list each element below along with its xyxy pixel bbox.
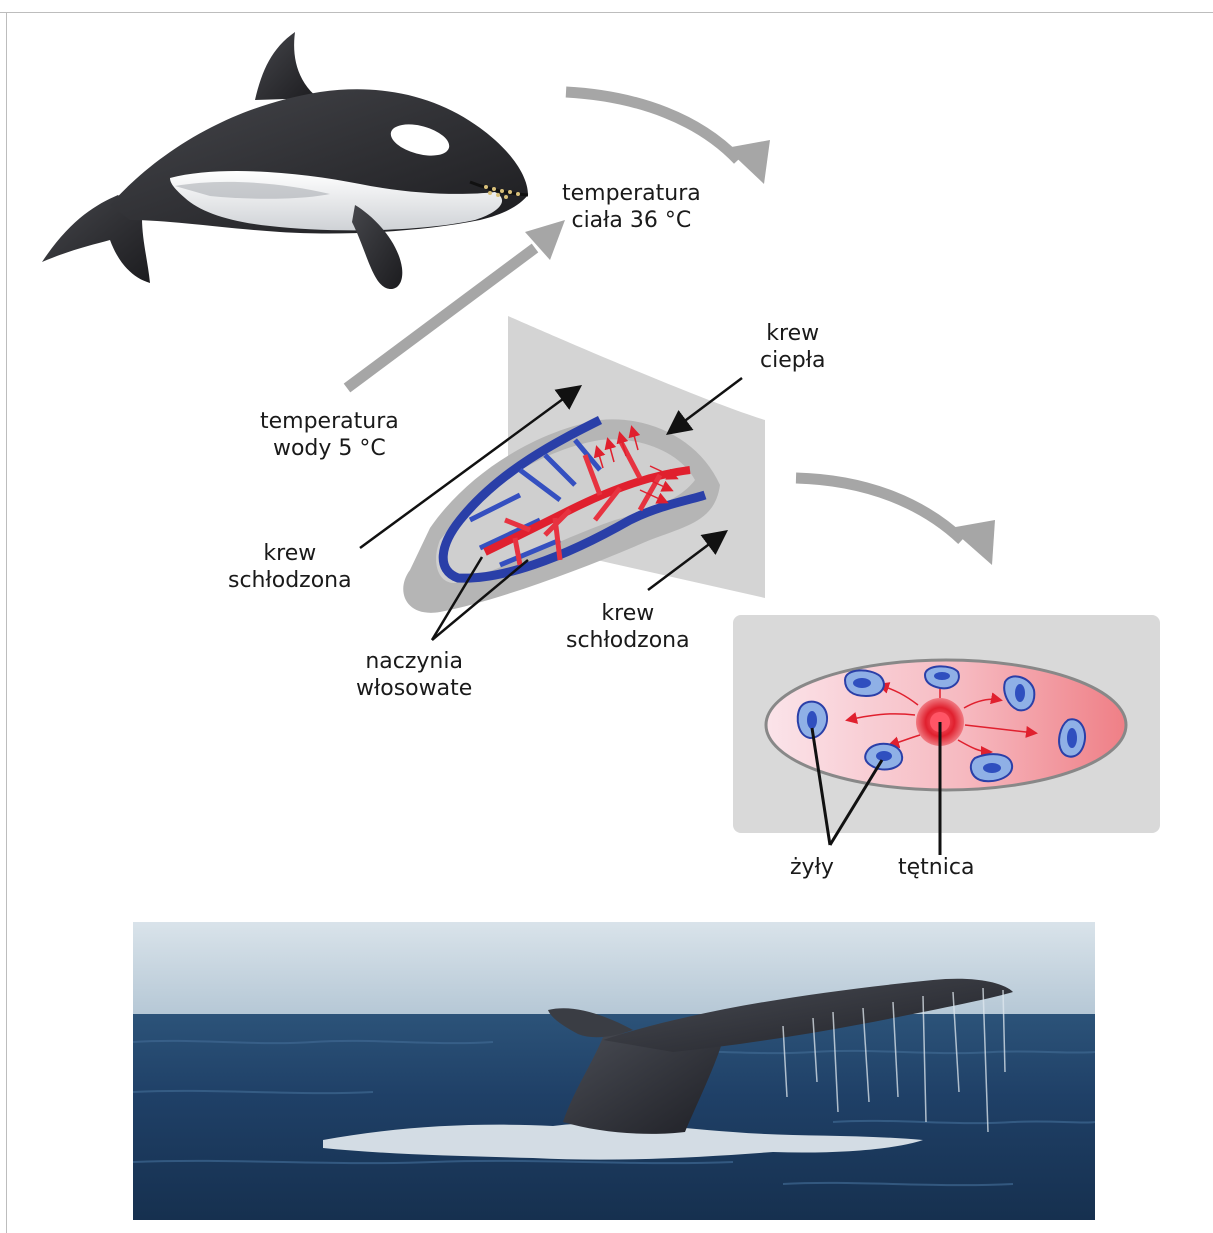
label-capillaries-line1: naczynia bbox=[356, 648, 472, 675]
label-body-temperature: temperatura ciała 36 °C bbox=[562, 180, 701, 234]
label-artery-text: tętnica bbox=[898, 854, 974, 881]
label-warm-blood: krew ciepła bbox=[760, 320, 825, 374]
arrow-curve-top bbox=[566, 92, 738, 160]
artery-vein-cross-section bbox=[733, 615, 1160, 855]
label-warm-blood-line1: krew bbox=[760, 320, 825, 347]
label-water-temperature-line1: temperatura bbox=[260, 408, 399, 435]
arrow-curve-right bbox=[796, 478, 962, 540]
label-cooled-blood-right-line2: schłodzona bbox=[566, 627, 690, 654]
whale-tail-photo-art bbox=[133, 922, 1095, 1220]
label-veins-text: żyły bbox=[790, 854, 834, 881]
orca-illustration bbox=[42, 32, 528, 289]
fin-cross-section bbox=[403, 316, 765, 613]
label-cooled-blood-left-line2: schłodzona bbox=[228, 567, 352, 594]
label-warm-blood-line2: ciepła bbox=[760, 347, 825, 374]
label-veins: żyły bbox=[790, 854, 834, 881]
label-water-temperature: temperatura wody 5 °C bbox=[260, 408, 399, 462]
label-cooled-blood-right: krew schłodzona bbox=[566, 600, 690, 654]
whale-tail-photo bbox=[133, 922, 1095, 1220]
label-capillaries-line2: włosowate bbox=[356, 675, 472, 702]
label-cooled-blood-right-line1: krew bbox=[566, 600, 690, 627]
label-body-temperature-line2: ciała 36 °C bbox=[562, 207, 701, 234]
label-cooled-blood-left: krew schłodzona bbox=[228, 540, 352, 594]
label-water-temperature-line2: wody 5 °C bbox=[260, 435, 399, 462]
orca-dorsal-fin bbox=[255, 32, 318, 100]
label-artery: tętnica bbox=[898, 854, 974, 881]
label-cooled-blood-left-line1: krew bbox=[228, 540, 352, 567]
label-body-temperature-line1: temperatura bbox=[562, 180, 701, 207]
label-capillaries: naczynia włosowate bbox=[356, 648, 472, 702]
